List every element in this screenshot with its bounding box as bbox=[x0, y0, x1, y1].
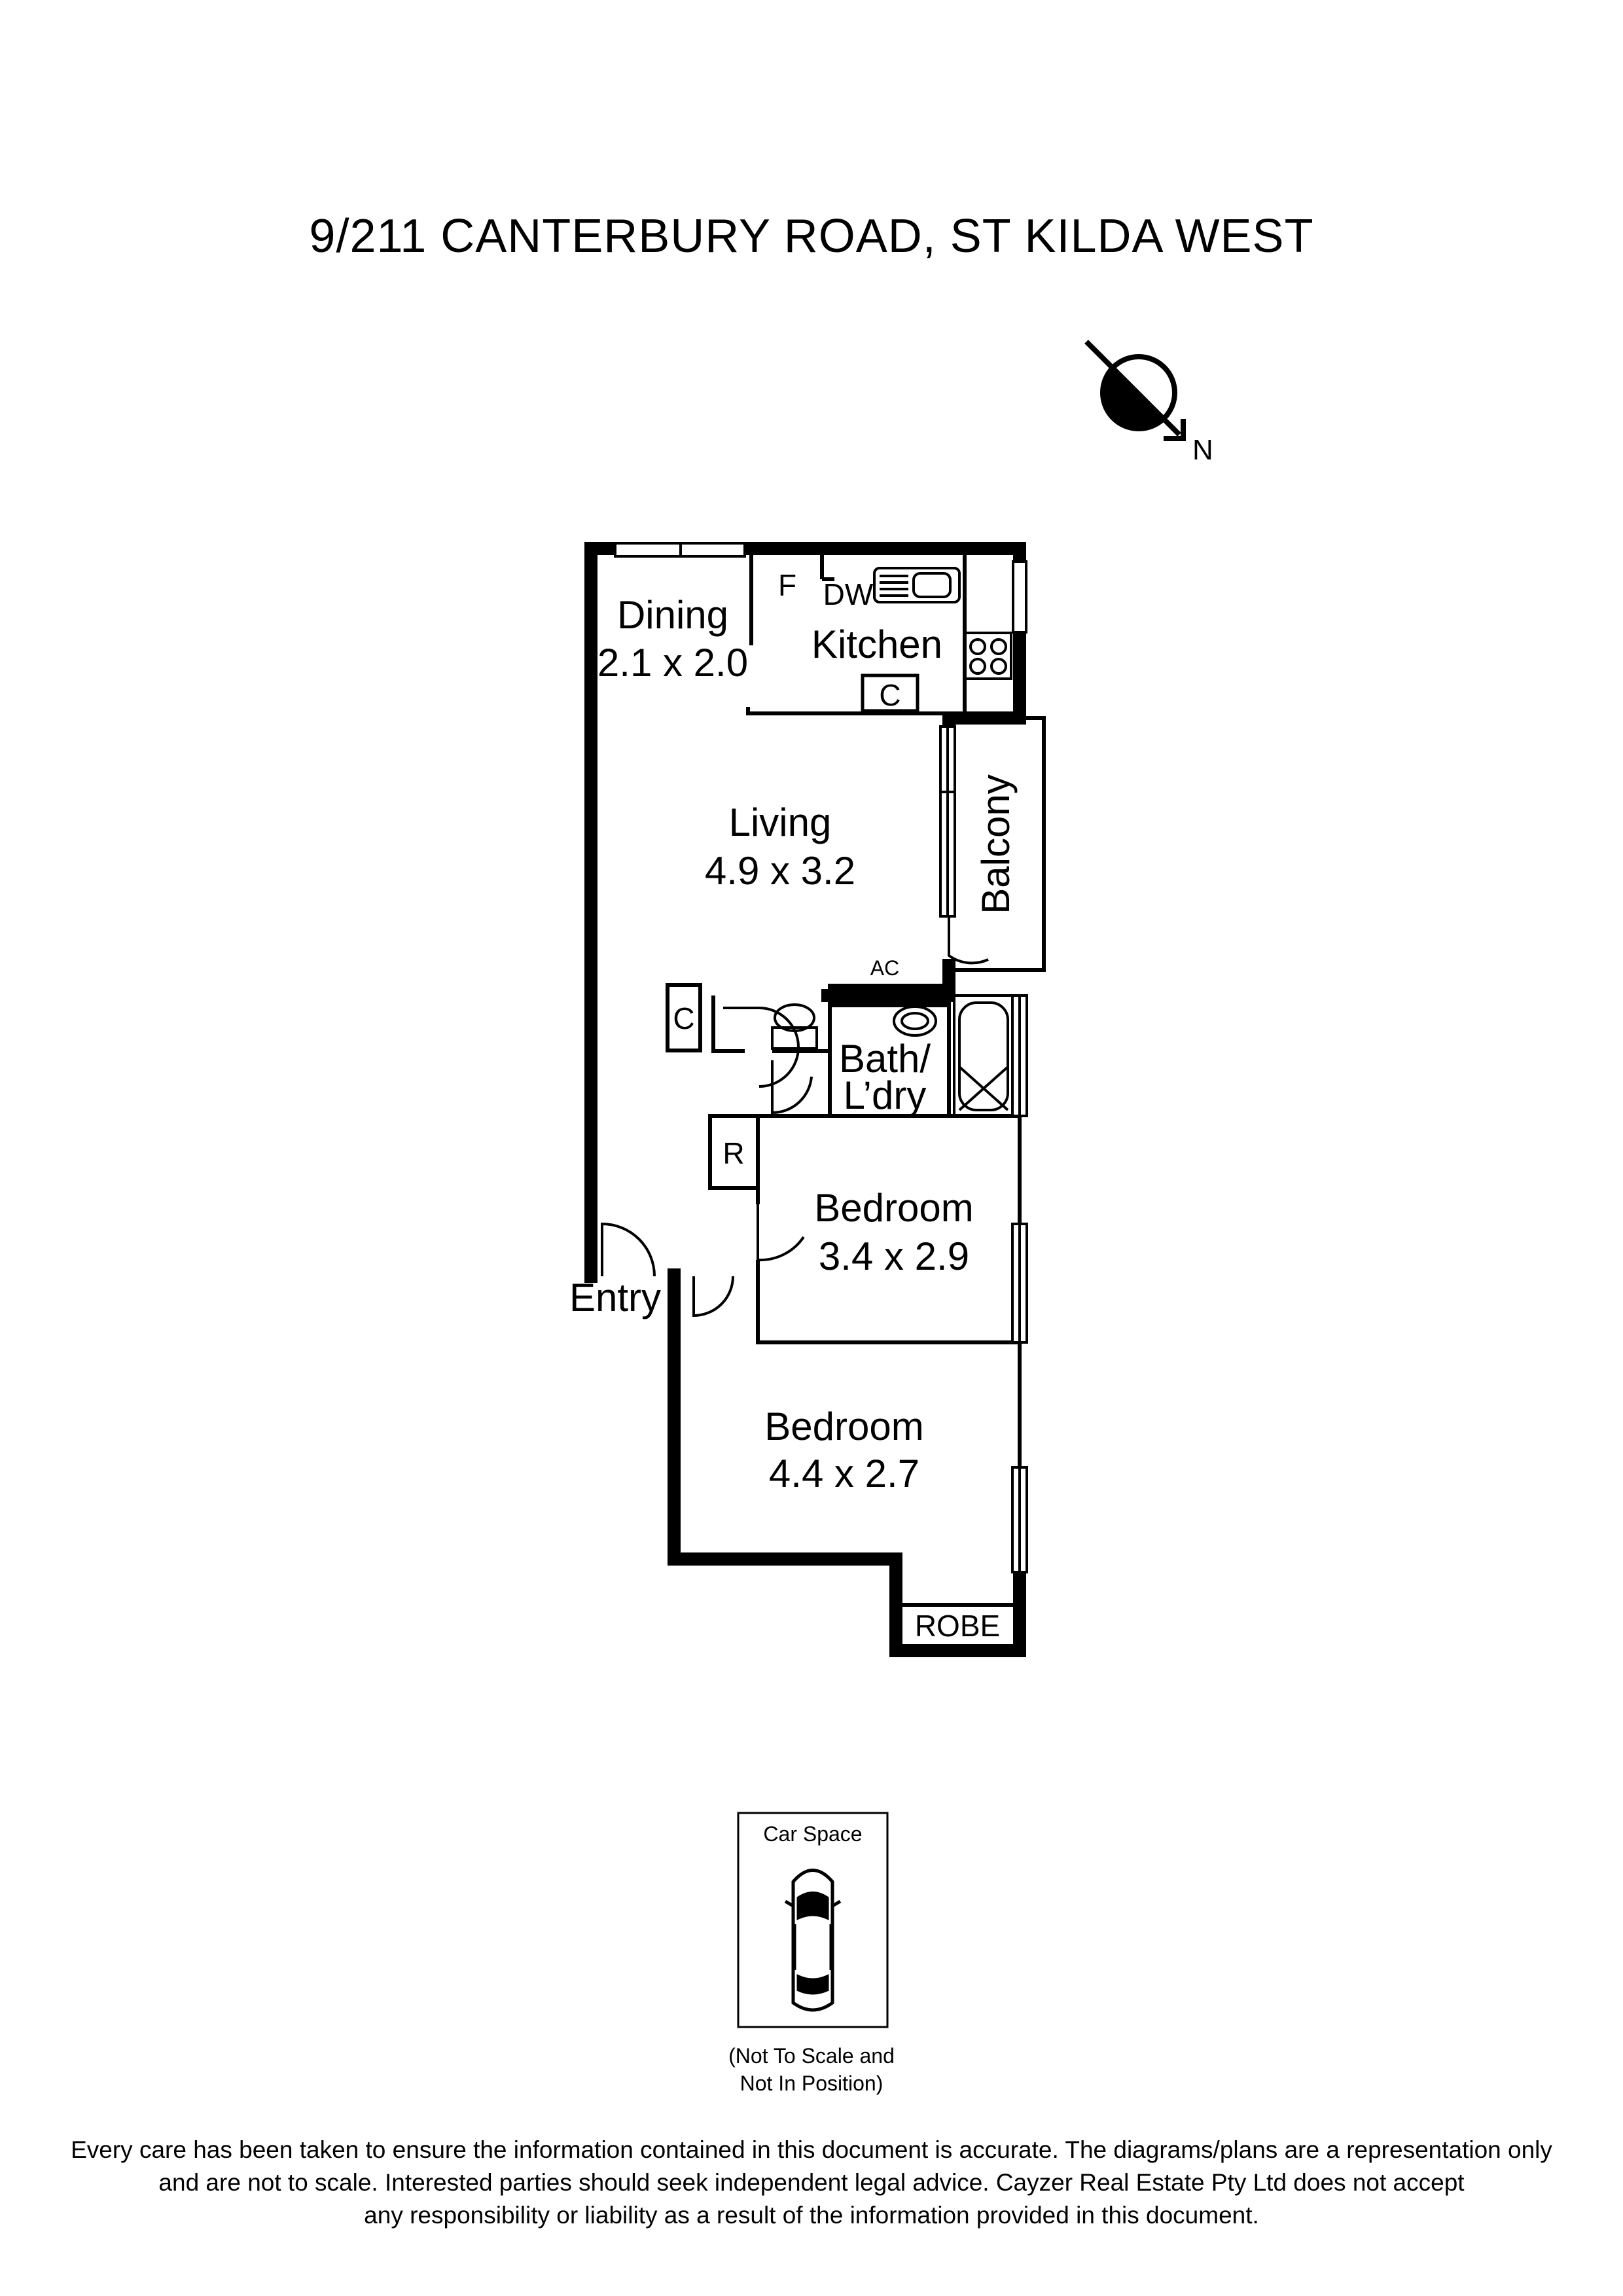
windows bbox=[614, 542, 1028, 1573]
compass-icon bbox=[1084, 340, 1186, 441]
fridge-label: F bbox=[778, 568, 796, 602]
ac-label: AC bbox=[870, 956, 899, 980]
disclaimer-line1: Every care has been taken to ensure the … bbox=[71, 2136, 1552, 2163]
compass-north-label: N bbox=[1192, 434, 1213, 466]
hall-cupboard-label: C bbox=[673, 1001, 694, 1035]
dining-label: Dining bbox=[617, 593, 728, 637]
bath-label-line2: L’dry bbox=[844, 1073, 927, 1117]
dining-size: 2.1 x 2.0 bbox=[597, 641, 748, 685]
disclaimer-line2: and are not to scale. Interested parties… bbox=[158, 2169, 1465, 2196]
bathtub-icon bbox=[953, 994, 1014, 1117]
car-icon bbox=[784, 1869, 842, 2012]
basin-icon bbox=[893, 1005, 937, 1037]
kitchen-label: Kitchen bbox=[812, 622, 942, 666]
toilet-icon bbox=[771, 1003, 818, 1050]
bedroom1-size: 3.4 x 2.9 bbox=[819, 1234, 969, 1278]
car-space-box bbox=[737, 1812, 889, 2028]
dishwasher-label: DW bbox=[823, 577, 874, 611]
bedroom2-label: Bedroom bbox=[764, 1405, 923, 1448]
kitchen-cupboard-label: C bbox=[879, 678, 901, 712]
cooktop-icon bbox=[964, 632, 1012, 680]
car-space-note-line1: (Not To Scale and bbox=[728, 2044, 895, 2068]
bedroom2-size: 4.4 x 2.7 bbox=[769, 1452, 919, 1496]
bedroom1-label: Bedroom bbox=[814, 1186, 973, 1230]
balcony-label: Balcony bbox=[974, 774, 1018, 914]
ac-unit bbox=[828, 984, 949, 1007]
door-swings bbox=[601, 916, 989, 1318]
kitchen-cupboard bbox=[861, 673, 919, 713]
disclaimer: Every care has been taken to ensure the … bbox=[39, 2134, 1584, 2232]
robe-small-label: R bbox=[722, 1136, 744, 1170]
car-space-note: (Not To Scale and Not In Position) bbox=[694, 2042, 929, 2097]
bath-label-line1: Bath/ bbox=[839, 1037, 931, 1081]
page-title: 9/211 CANTERBURY ROAD, ST KILDA WEST bbox=[309, 210, 1314, 262]
disclaimer-line3: any responsibility or liability as a res… bbox=[364, 2202, 1259, 2229]
sink-icon bbox=[873, 567, 961, 603]
robe-label: ROBE bbox=[915, 1609, 1000, 1643]
car-space-label: Car Space bbox=[763, 1822, 863, 1846]
living-label: Living bbox=[729, 800, 832, 844]
living-size: 4.9 x 3.2 bbox=[705, 849, 855, 893]
car-space-note-line2: Not In Position) bbox=[740, 2072, 883, 2095]
entry-label: Entry bbox=[569, 1276, 661, 1319]
